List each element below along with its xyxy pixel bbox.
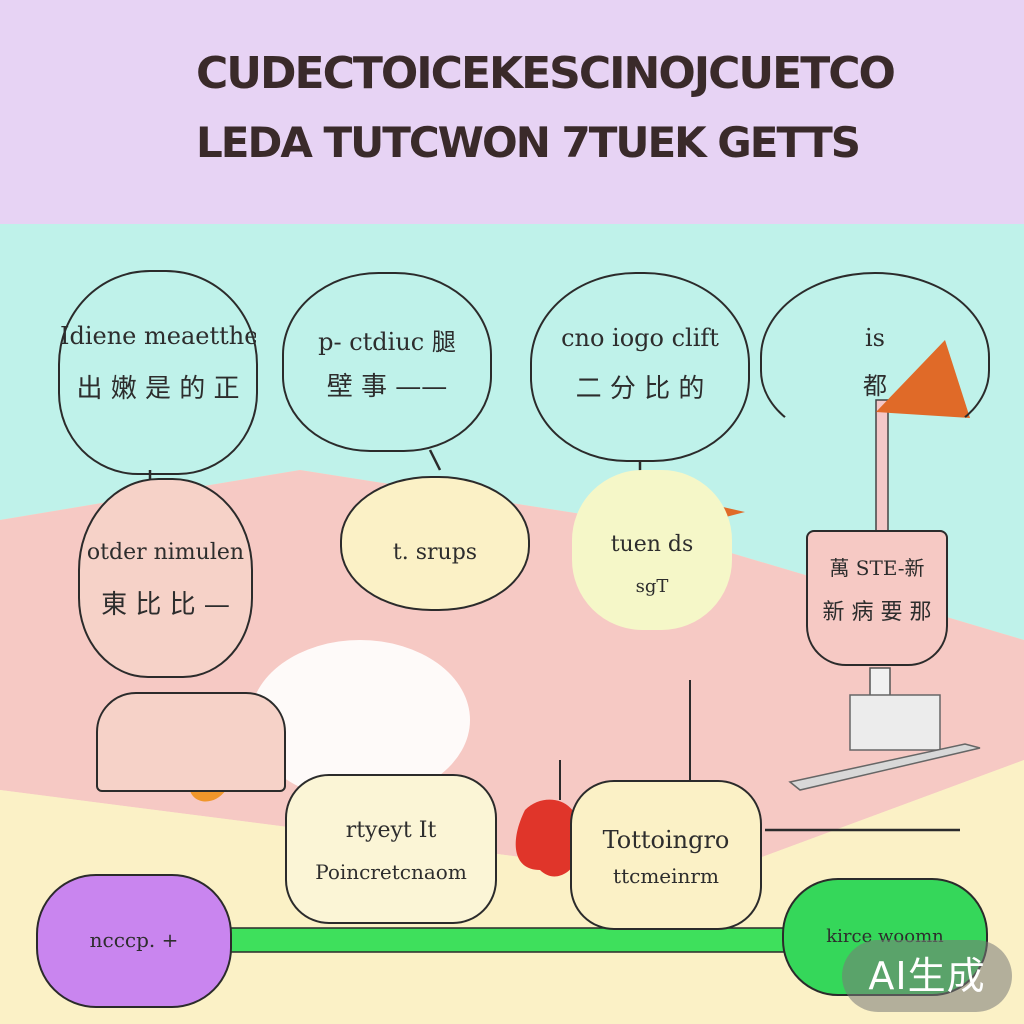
- bubble-text: 都: [863, 372, 887, 400]
- pill-left: ncccp. +: [36, 874, 232, 1008]
- white-cloud: [250, 640, 470, 800]
- bubble-text: Tottoingro: [602, 826, 730, 854]
- bubble-top-4: is 都: [760, 272, 990, 442]
- bubble-text: 東 比 比 —: [101, 590, 230, 620]
- bubble-text: 萬 STE-新: [829, 556, 925, 580]
- bubble-mid-4: 萬 STE-新 新 病 要 那: [806, 530, 948, 666]
- bubble-text: is: [865, 324, 885, 352]
- bubble-mid-1-body: [96, 692, 286, 792]
- bubble-text: Poincretcnaom: [315, 860, 467, 884]
- bubble-top-1: Idiene meaetthe 出 嫩 是 的 正: [58, 270, 258, 475]
- bubble-text: 出 嫩 是 的 正: [76, 374, 240, 404]
- bubble-text: sgT: [635, 576, 669, 597]
- bubble-text: tuen ds: [610, 532, 694, 557]
- bubble-mid-3: tuen ds sgT: [572, 470, 732, 630]
- bubble-text: 新 病 要 那: [822, 600, 932, 625]
- bubble-mid-2: t. srups: [340, 476, 530, 611]
- pill-text: ncccp. +: [89, 928, 179, 952]
- bubble-low-1: rtyeyt It Poincretcnaom: [285, 774, 497, 924]
- bubble-text: t. srups: [392, 540, 478, 565]
- bubble-text: otder nimulen: [86, 540, 245, 565]
- title-line-1: CUDECTOICEKESCINOJCUETCO: [196, 48, 896, 99]
- bubble-top-3: cno iogo clift 二 分 比 的: [530, 272, 750, 462]
- bubble-text: 二 分 比 的: [575, 374, 705, 404]
- ai-generated-watermark: AI生成: [842, 940, 1012, 1012]
- bubble-text: ttcmeinrm: [613, 864, 719, 888]
- bubble-text: rtyeyt It: [345, 818, 437, 843]
- header: CUDECTOICEKESCINOJCUETCO LEDA TUTCWON 7T…: [0, 0, 1024, 224]
- bubble-mid-1: otder nimulen 東 比 比 —: [78, 478, 253, 678]
- title-line-2: LEDA TUTCWON 7TUEK GETTS: [196, 118, 861, 167]
- cream-band: [0, 760, 1024, 1024]
- bubble-text: Idiene meaetthe: [60, 322, 256, 350]
- bubble-top-2: p- ctdiuc 腿 壁 事 ——: [282, 272, 492, 452]
- bubble-text: cno iogo clift: [561, 324, 719, 352]
- bubble-low-2: Tottoingro ttcmeinrm: [570, 780, 762, 930]
- bubble-text: p- ctdiuc 腿: [318, 328, 456, 356]
- bubble-text: 壁 事 ——: [326, 372, 448, 402]
